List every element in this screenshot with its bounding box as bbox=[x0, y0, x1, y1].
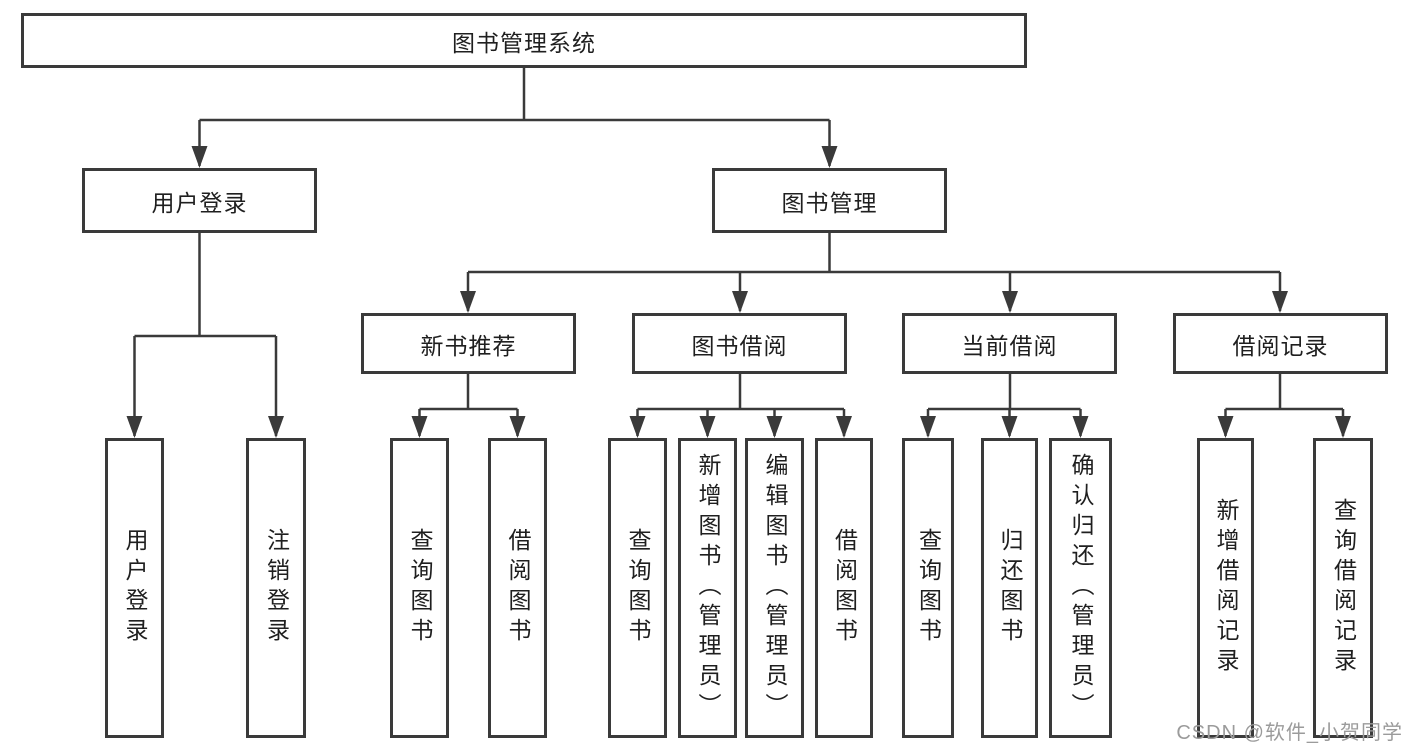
node-leaf-add-books-admin: 新增图书（管理员） bbox=[678, 438, 737, 738]
node-leaf-logout-label: 注销登录 bbox=[263, 528, 290, 648]
node-leaf-recommend-query-books: 查询图书 bbox=[390, 438, 449, 738]
connector-lines bbox=[133, 68, 1345, 436]
arrowhead bbox=[766, 416, 783, 438]
node-user-login-label: 用户登录 bbox=[151, 189, 248, 216]
arrowhead bbox=[1335, 416, 1351, 438]
arrowhead bbox=[411, 416, 428, 438]
node-leaf-return-books: 归还图书 bbox=[981, 438, 1038, 738]
csdn-watermark: CSDN @软件_小贺同学 bbox=[1176, 722, 1403, 744]
arrowhead bbox=[699, 416, 716, 438]
arrowhead bbox=[1272, 291, 1288, 313]
node-book-management-label: 图书管理 bbox=[781, 189, 878, 216]
node-library-system-label: 图书管理系统 bbox=[452, 29, 596, 56]
node-library-system: 图书管理系统 bbox=[21, 13, 1027, 68]
node-leaf-add-borrow-record: 新增借阅记录 bbox=[1197, 438, 1254, 738]
node-book-management: 图书管理 bbox=[712, 168, 947, 233]
node-leaf-logout: 注销登录 bbox=[246, 438, 306, 738]
node-leaf-current-query-books-label: 查询图书 bbox=[915, 528, 942, 648]
arrowhead bbox=[509, 416, 526, 438]
arrowhead bbox=[126, 416, 143, 438]
node-leaf-current-query-books: 查询图书 bbox=[902, 438, 954, 738]
node-leaf-edit-books-admin: 编辑图书（管理员） bbox=[745, 438, 804, 738]
node-leaf-borrow-query-books: 查询图书 bbox=[608, 438, 667, 738]
arrowhead bbox=[1217, 416, 1234, 438]
node-book-borrow-label: 图书借阅 bbox=[691, 332, 788, 359]
node-current-borrow-label: 当前借阅 bbox=[961, 332, 1058, 359]
node-leaf-edit-books-admin-label: 编辑图书（管理员） bbox=[762, 453, 788, 723]
node-leaf-user-login-label: 用户登录 bbox=[122, 528, 148, 648]
arrowhead bbox=[191, 146, 208, 168]
node-leaf-add-borrow-record-label: 新增借阅记录 bbox=[1213, 498, 1239, 678]
arrowhead bbox=[1001, 416, 1018, 438]
node-leaf-recommend-borrow-books: 借阅图书 bbox=[488, 438, 547, 738]
node-current-borrow: 当前借阅 bbox=[902, 313, 1117, 374]
node-leaf-add-books-admin-label: 新增图书（管理员） bbox=[695, 453, 721, 723]
node-book-borrow: 图书借阅 bbox=[632, 313, 847, 374]
arrowhead bbox=[1072, 416, 1089, 438]
node-leaf-return-books-label: 归还图书 bbox=[997, 528, 1023, 648]
node-leaf-recommend-query-books-label: 查询图书 bbox=[407, 528, 433, 648]
node-borrow-records-label: 借阅记录 bbox=[1232, 332, 1329, 359]
node-leaf-query-borrow-record: 查询借阅记录 bbox=[1313, 438, 1373, 738]
arrowhead bbox=[268, 416, 284, 438]
arrowhead bbox=[629, 416, 646, 438]
node-new-book-recommend-label: 新书推荐 bbox=[420, 332, 517, 359]
arrowhead bbox=[821, 146, 838, 168]
node-leaf-confirm-return-admin-label: 确认归还（管理员） bbox=[1068, 453, 1094, 723]
node-borrow-records: 借阅记录 bbox=[1173, 313, 1388, 374]
node-leaf-borrow-books-label: 借阅图书 bbox=[831, 528, 858, 648]
node-leaf-borrow-query-books-label: 查询图书 bbox=[625, 528, 651, 648]
arrowhead bbox=[920, 416, 936, 438]
node-user-login: 用户登录 bbox=[82, 168, 317, 233]
arrowhead bbox=[732, 291, 748, 313]
node-new-book-recommend: 新书推荐 bbox=[361, 313, 576, 374]
node-leaf-user-login: 用户登录 bbox=[105, 438, 164, 738]
arrowhead bbox=[836, 416, 852, 438]
node-leaf-borrow-books: 借阅图书 bbox=[815, 438, 873, 738]
node-leaf-query-borrow-record-label: 查询借阅记录 bbox=[1330, 498, 1357, 678]
arrowhead bbox=[1002, 291, 1018, 313]
node-leaf-recommend-borrow-books-label: 借阅图书 bbox=[505, 528, 531, 648]
node-leaf-confirm-return-admin: 确认归还（管理员） bbox=[1049, 438, 1112, 738]
arrowhead bbox=[460, 291, 476, 313]
